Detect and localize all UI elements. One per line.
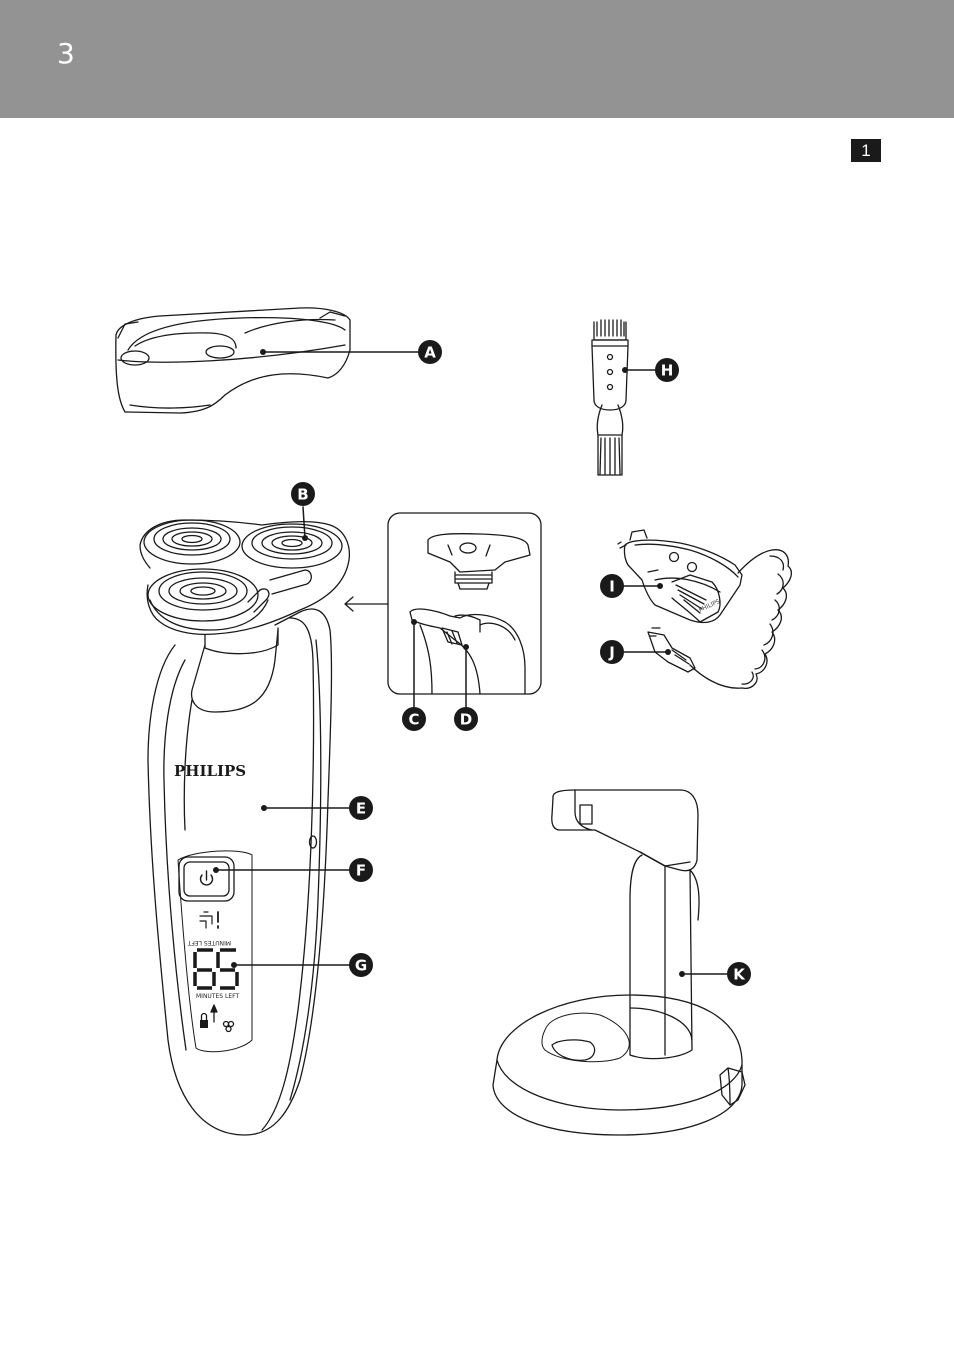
- trimmer-inset: [344, 512, 542, 695]
- svg-text:H: H: [661, 362, 674, 380]
- shaver-illustration: MINUTES LEFT MINUTES LEFT PHILIPS: [139, 519, 351, 1136]
- charging-stand-illustration: [492, 789, 746, 1136]
- svg-text:J: J: [608, 644, 615, 662]
- callout-g: G: [349, 953, 373, 977]
- protective-cap-illustration: [115, 307, 351, 414]
- leader-lines: [215, 351, 728, 975]
- callout-h: H: [655, 358, 679, 382]
- page-header: 3: [0, 0, 954, 118]
- callout-d: D: [454, 707, 478, 731]
- callout-badges: A H B C D E F G: [291, 340, 751, 986]
- lcd-label-bottom: MINUTES LEFT: [196, 993, 239, 1000]
- svg-text:F: F: [356, 862, 366, 880]
- svg-text:G: G: [355, 957, 367, 975]
- lcd-label-top: MINUTES LEFT: [188, 939, 231, 946]
- callout-f: F: [349, 858, 373, 882]
- leader-dots: [213, 349, 685, 977]
- svg-text:K: K: [733, 966, 746, 984]
- shaver-brand: PHILIPS: [174, 762, 246, 780]
- cleaning-brush-illustration: [591, 319, 629, 476]
- svg-text:B: B: [297, 486, 308, 504]
- svg-text:D: D: [460, 711, 472, 729]
- svg-text:C: C: [408, 711, 419, 729]
- callout-c: C: [402, 707, 426, 731]
- page-number: 3: [57, 37, 75, 70]
- figure-badge: 1: [851, 139, 881, 162]
- adapter-illustration: PHILIPS: [617, 529, 792, 689]
- callout-e: E: [349, 796, 373, 820]
- lcd-digits: [193, 948, 239, 990]
- callout-b: B: [291, 482, 315, 506]
- svg-text:A: A: [424, 344, 436, 362]
- callout-a: A: [418, 340, 442, 364]
- callout-j: J: [600, 640, 624, 664]
- callout-k: K: [727, 962, 751, 986]
- svg-text:I: I: [609, 578, 615, 596]
- callout-i: I: [600, 574, 624, 598]
- svg-text:E: E: [356, 800, 366, 818]
